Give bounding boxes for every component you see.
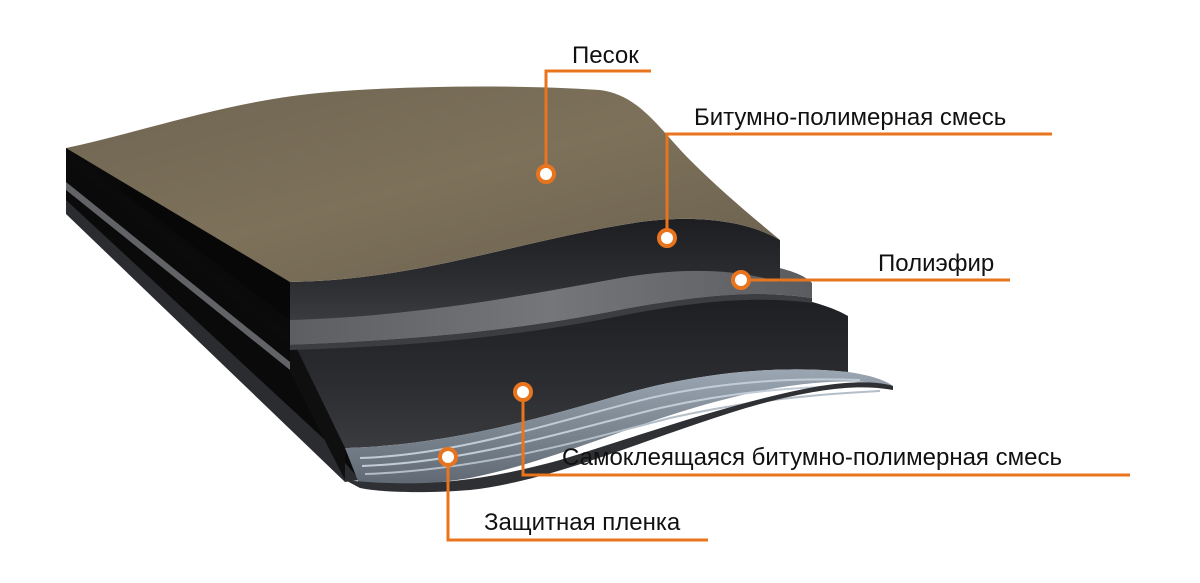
leader-self-adhesive bbox=[521, 392, 1130, 477]
label-polyester: Полиэфир bbox=[878, 250, 995, 277]
leader-film bbox=[446, 457, 708, 542]
label-sand: Песок bbox=[572, 42, 639, 69]
marker-self-adhesive-icon bbox=[513, 382, 533, 402]
label-protective-film: Защитная пленка bbox=[484, 509, 681, 536]
marker-polyester-icon bbox=[731, 270, 751, 290]
marker-dots bbox=[438, 164, 751, 467]
marker-film-icon bbox=[438, 447, 458, 467]
sand-layer bbox=[66, 86, 780, 283]
label-bitumen-top: Битумно-полимерная смесь bbox=[694, 104, 1007, 131]
marker-sand-icon bbox=[536, 164, 556, 184]
label-self-adhesive-bitumen: Самоклеящаяся битумно-полимерная смесь bbox=[562, 444, 1062, 471]
polyester-layer bbox=[290, 261, 812, 350]
left-side-slab bbox=[66, 148, 360, 482]
marker-bitumen-top-icon bbox=[657, 228, 677, 248]
leader-lines bbox=[446, 69, 1130, 542]
leader-bitumen-top bbox=[665, 132, 1052, 238]
leader-sand bbox=[544, 69, 651, 174]
